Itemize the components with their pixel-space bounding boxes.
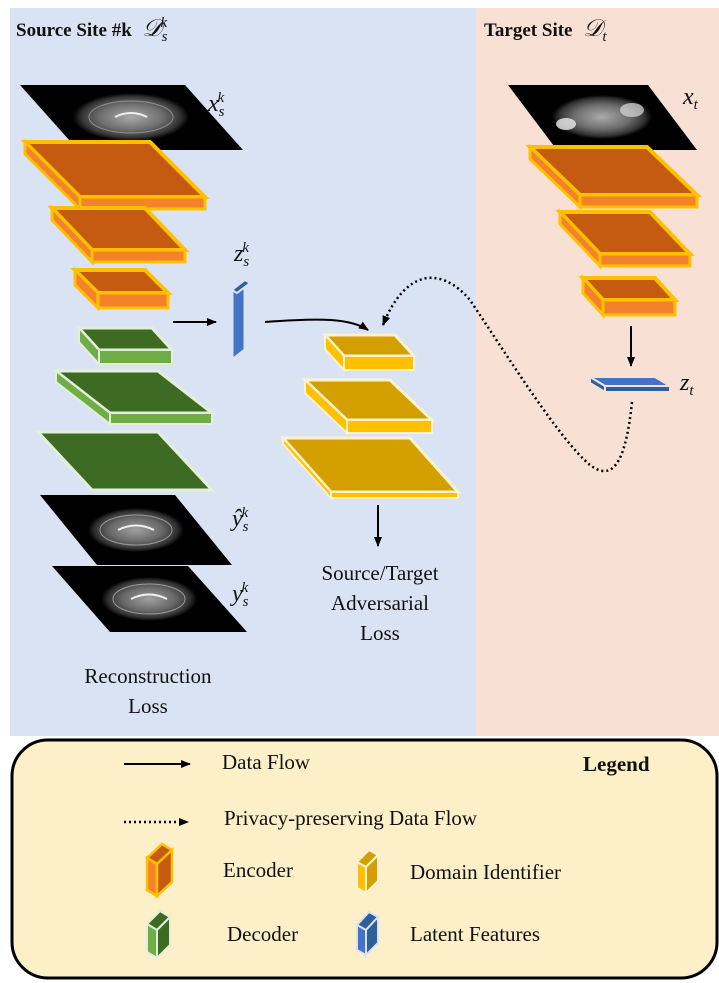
- legend-data-flow-label: Data Flow: [222, 750, 311, 774]
- label-z-t-sub: t: [689, 383, 694, 399]
- label-x-t: xt: [683, 84, 698, 114]
- domain-identifier-layer-1: [321, 332, 418, 373]
- target-site-title: Target Site 𝒟t: [484, 14, 607, 46]
- adversarial-loss-caption: Source/Target Adversarial Loss: [290, 558, 470, 648]
- source-input-image: [20, 85, 243, 150]
- label-yhat-s-base: ŷ: [232, 506, 243, 532]
- label-y-s-sup: k: [241, 580, 249, 596]
- legend-domain-identifier-icon: [355, 848, 380, 896]
- legend-decoder-icon: [145, 909, 172, 961]
- legend-decoder-label: Decoder: [227, 922, 299, 946]
- label-x-t-sub: t: [693, 97, 698, 113]
- label-z-t: zt: [680, 370, 694, 400]
- source-encoder-layer-2: [47, 204, 190, 266]
- source-site-title: Source Site #k 𝒟sk: [16, 14, 168, 46]
- legend-domain-identifier-label: Domain Identifier: [410, 860, 562, 884]
- adversarial-loss-caption-line-1: Source/Target: [321, 561, 439, 585]
- latent-to-domain-arrow: [264, 318, 369, 331]
- domain-identifier-layer-3: [279, 435, 462, 501]
- reconstruction-loss-caption: Reconstruction Loss: [58, 661, 238, 721]
- source-site-symbol-sup: k: [160, 15, 168, 31]
- legend-encoder-label: Encoder: [223, 858, 293, 882]
- target-encoder-layer-2: [555, 208, 695, 270]
- label-z-t-base: z: [680, 370, 690, 396]
- label-yhat-s: ŷsk: [232, 505, 249, 536]
- label-x-s: xsk: [208, 90, 225, 121]
- label-x-s-sub: s: [218, 104, 225, 120]
- label-z-s-sup: k: [242, 240, 249, 256]
- target-site-symbol-sub: t: [602, 29, 607, 45]
- target-encoder-layer-1: [525, 143, 702, 211]
- source-decoder-layer-1: [75, 325, 176, 367]
- source-site-symbol: 𝒟sk: [142, 14, 168, 45]
- label-z-s-base: z: [234, 241, 244, 267]
- label-y-s-sub: s: [242, 594, 249, 610]
- legend-latent-features-icon: [355, 910, 380, 958]
- label-x-t-base: x: [683, 84, 694, 110]
- label-yhat-s-sup: k: [241, 505, 249, 521]
- domain-identifier-layer-2: [301, 377, 436, 436]
- adversarial-loss-caption-line-3: Loss: [360, 621, 400, 645]
- label-y-s-base: y: [232, 581, 243, 607]
- target-site-symbol: 𝒟t: [583, 14, 607, 45]
- source-encoder-layer-3: [70, 266, 173, 312]
- legend-privacy-flow-label: Privacy-preserving Data Flow: [224, 806, 478, 830]
- label-z-s-sub: s: [243, 254, 250, 270]
- adversarial-loss-caption-line-2: Adversarial: [331, 591, 429, 615]
- target-input-image: [508, 85, 697, 150]
- label-y-s: ysk: [232, 580, 249, 611]
- privacy-preserving-flow-arrow: [381, 276, 634, 473]
- reconstructed-image: [40, 495, 232, 565]
- target-site-title-text: Target Site: [484, 20, 573, 41]
- source-latent-features: [230, 276, 252, 364]
- label-x-s-base: x: [208, 91, 219, 117]
- legend-title: Legend: [583, 752, 650, 776]
- legend-latent-features-label: Latent Features: [410, 922, 541, 946]
- label-z-s: zsk: [234, 240, 249, 271]
- target-encoder-layer-3: [578, 274, 680, 319]
- reconstruction-loss-caption-line-2: Loss: [128, 694, 168, 718]
- source-decoder-layer-3: [34, 430, 216, 492]
- legend-encoder-icon: [144, 842, 175, 899]
- ground-truth-image: [52, 566, 247, 632]
- target-latent-features: [586, 375, 674, 394]
- source-site-symbol-sub: s: [161, 29, 168, 45]
- target-site-symbol-base: 𝒟: [583, 14, 603, 42]
- source-decoder-layer-2: [51, 368, 217, 427]
- label-x-s-sup: k: [217, 90, 225, 106]
- source-site-title-text: Source Site #k: [16, 20, 132, 41]
- reconstruction-loss-caption-line-1: Reconstruction: [84, 664, 212, 688]
- source-site-symbol-base: 𝒟: [142, 14, 162, 42]
- label-yhat-s-sub: s: [242, 519, 249, 535]
